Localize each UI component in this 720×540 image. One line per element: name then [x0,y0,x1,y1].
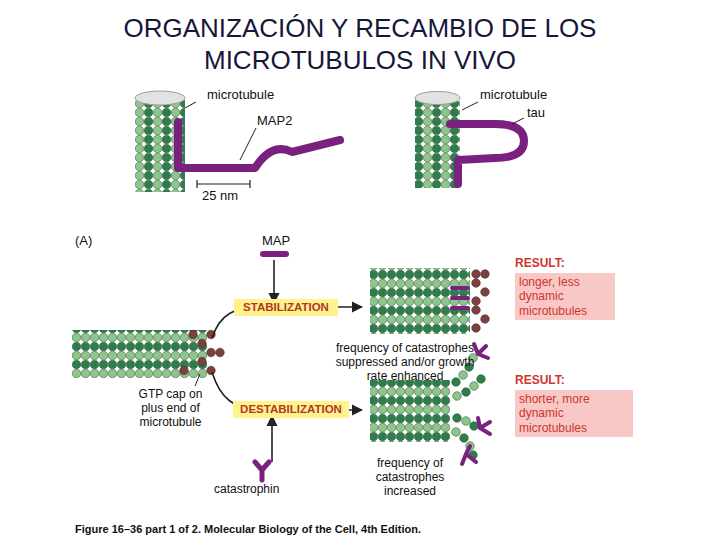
gtp-bead [481,270,490,279]
scale-bar [197,183,250,184]
microtubule-end [135,91,185,105]
map2-protein [178,122,340,168]
gtp-bead [198,339,207,348]
peeling-protofilaments [452,354,486,460]
gtp-cap [180,330,225,375]
result-box: RESULT: longer, less dynamic microtubules [515,256,615,320]
box-heading: RESULT: [515,256,615,270]
tubulin-bead [462,388,471,397]
map-symbol [452,296,468,300]
result-box: RESULT: shorter, more dynamic microtubule… [515,373,633,437]
leader-line [512,118,524,124]
gtp-bead [216,348,225,357]
catastrophin-symbol [478,418,490,434]
gtp-bead [180,366,189,375]
tubulin-bead [453,414,462,423]
gtp-bead [207,366,216,375]
gtp-bead [472,279,481,288]
part-label: frequency of catastrophes suppressed and… [330,342,480,383]
part-label: MAP2 [257,114,317,129]
scale-bar [196,180,197,188]
gtp-cap [472,270,490,333]
tubulin-bead [453,392,462,401]
gtp-bead [207,348,216,357]
microtubule-cylinder [370,268,470,334]
map-bound [452,288,468,308]
gtp-bead [481,288,490,297]
page-title: ORGANIZACIÓN Y RECAMBIO DE LOS MICROTUBU… [110,12,610,76]
tau-protein [450,124,524,184]
figure-caption: Figure 16–36 part 1 of 2. Molecular Biol… [75,523,421,535]
input-arrow [273,260,275,303]
gtp-bead [189,330,198,339]
map-symbol [263,251,286,257]
gtp-bead [472,270,481,279]
tubulin-bead [452,428,461,437]
microtubule-cylinder [370,380,450,442]
tubulin-bead [459,371,468,380]
process-label-box: STABILIZATION [234,299,338,316]
tubulin-bead [452,378,461,387]
scale-bar [249,180,250,188]
map-symbol [452,306,468,310]
microtubule-end [415,92,460,105]
box-text: longer, less dynamic microtubules [515,273,615,320]
gtp-bead [472,306,481,315]
leader-line [185,102,196,108]
microtubule-cylinder [72,330,207,378]
part-label: MAP [262,234,312,249]
tubulin-bead [462,417,471,426]
catastrophin-symbol [255,462,269,480]
part-label: (A) [75,234,115,249]
box-text: STABILIZATION [236,300,336,315]
gtp-bead [198,357,207,366]
box-heading: RESULT: [515,373,633,387]
microtubule-cylinder [415,100,460,188]
box-text: DESTABILIZATION [235,402,347,417]
leader-line [462,102,478,110]
tubulin-bead [470,382,479,391]
input-arrow [271,416,273,462]
tubulin-bead [460,434,469,443]
catastrophin-symbol [462,446,476,464]
part-label: 25 nm [202,189,262,204]
gtp-bead [481,315,490,324]
part-label: tau [527,106,567,121]
part-label: microtubule [207,88,317,103]
tubulin-bead [477,375,486,384]
process-label-box: DESTABILIZATION [233,401,349,418]
map-symbol [452,286,468,290]
box-text: shorter, more dynamic microtubules [515,390,633,437]
part-label: microtubule [480,88,590,103]
catastrophin-symbol [474,344,488,358]
gtp-bead [472,324,481,333]
part-label: frequency of catastrophes increased [362,457,458,498]
leader-line [240,128,256,160]
leader-line [195,374,200,386]
part-label: GTP cap on plus end of microtubule [128,388,213,429]
gtp-bead [472,297,481,306]
part-label: catastrophin [214,483,314,497]
